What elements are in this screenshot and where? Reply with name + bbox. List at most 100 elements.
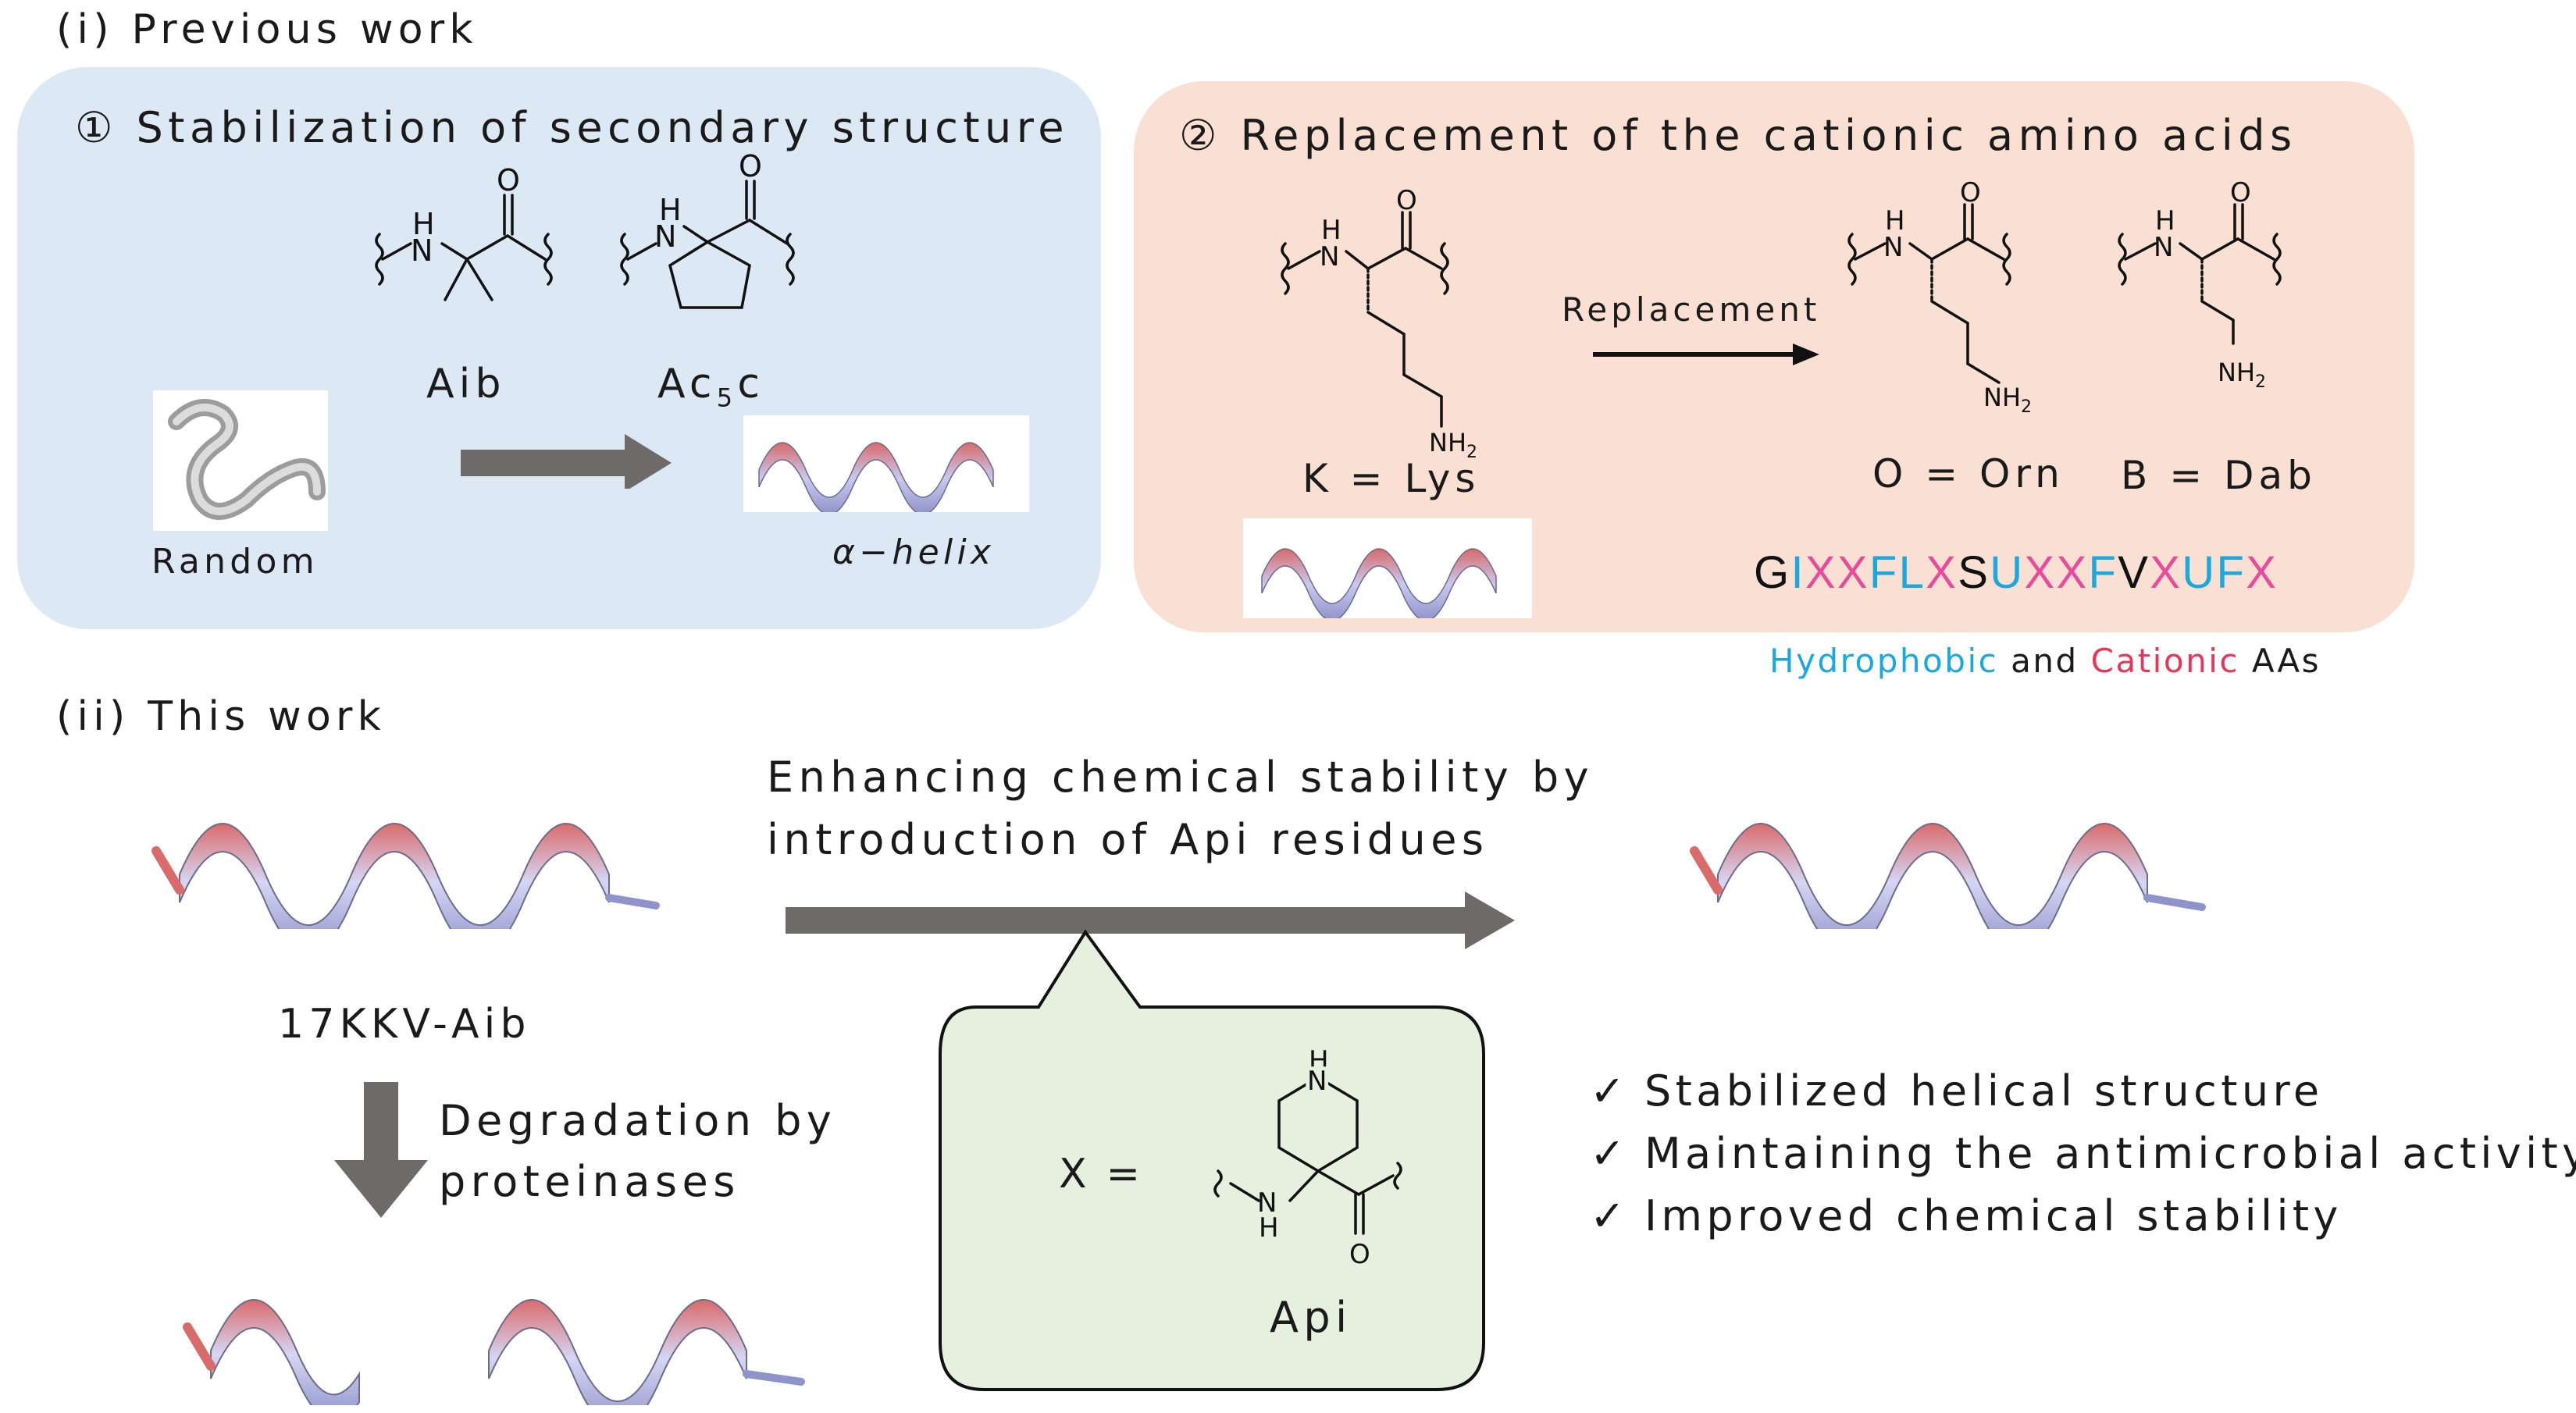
- sequence-residue: F: [2088, 547, 2118, 598]
- checkmark-icon: ✓: [1590, 1129, 1630, 1178]
- ac5c-label-main: Ac: [657, 361, 717, 408]
- sequence-residue: X: [2246, 547, 2278, 598]
- atom-H: H: [1885, 205, 1905, 237]
- atom-O: O: [1960, 177, 1981, 208]
- sequence-residue: X: [1926, 547, 1958, 598]
- enhancing-arrow: [786, 892, 1515, 949]
- sequence-residue: X: [2150, 547, 2182, 598]
- sequence-residue: X: [2024, 547, 2057, 598]
- x-equals-label: X =: [1059, 1151, 1144, 1198]
- sequence-residue: U: [1990, 547, 2025, 598]
- sequence-residue: I: [1790, 547, 1805, 598]
- sequence-residue: X: [1805, 547, 1837, 598]
- wavy-bond-icon: [543, 233, 553, 286]
- atom-N: N: [1883, 232, 1903, 263]
- checkmark-icon: ✓: [1590, 1191, 1630, 1240]
- api-callout-bubble: [939, 929, 1485, 1391]
- atom-H: H: [412, 207, 435, 241]
- checklist-item: ✓ Maintaining the antimicrobial activity: [1590, 1129, 2576, 1191]
- wavy-bond-icon: [620, 233, 629, 286]
- atom-NH2: NH2: [2218, 358, 2266, 392]
- atom-H: H: [659, 193, 682, 227]
- ac5c-label: Ac5c: [657, 361, 764, 412]
- sequence-residue: U: [2182, 547, 2217, 598]
- checklist-text: Improved chemical stability: [1644, 1191, 2343, 1240]
- ac5c-label-sub: 5: [716, 383, 738, 413]
- orn-label: O = Orn: [1872, 451, 2065, 497]
- degraded-fragment-2: [488, 1299, 805, 1405]
- atom-N: N: [654, 219, 676, 254]
- atom-H: H: [1309, 1045, 1329, 1077]
- legend-hydrophobic: Hydrophobic: [1769, 642, 1999, 680]
- checklist-item: ✓ Improved chemical stability: [1590, 1191, 2576, 1254]
- random-label: Random: [151, 542, 319, 582]
- peptide-sequence: GIXXFLXSUXXFVXUFX: [1754, 546, 2278, 599]
- degradation-label-line1: Degradation by: [439, 1096, 837, 1145]
- residue-legend: Hydrophobic and Cationic AAs: [1769, 642, 2321, 680]
- aib-label: Aib: [426, 361, 506, 408]
- checkmark-icon: ✓: [1590, 1066, 1630, 1116]
- replacement-arrow: [1593, 343, 1819, 365]
- wavy-bond-icon: [1440, 242, 1449, 295]
- checklist-text: Maintaining the antimicrobial activity: [1644, 1129, 2576, 1178]
- sequence-residue: X: [2056, 547, 2089, 598]
- dab-label: B = Dab: [2121, 453, 2317, 498]
- legend-end: AAs: [2239, 642, 2321, 680]
- atom-O: O: [497, 163, 520, 198]
- enhancing-label-line1: Enhancing chemical stability by: [767, 753, 1594, 802]
- section-1-title: (i) Previous work: [56, 6, 478, 53]
- wavy-bond-icon: [2118, 233, 2127, 286]
- api-label: Api: [1270, 1293, 1352, 1342]
- atom-O: O: [2230, 177, 2251, 208]
- lys-label: K = Lys: [1302, 456, 1480, 501]
- random-coil-icon: [168, 399, 326, 520]
- random-coil-image: [153, 390, 328, 531]
- helix-17kkv: [151, 823, 660, 929]
- degradation-label-line2: proteinases: [439, 1157, 740, 1206]
- alpha-helix-label: α−helix: [832, 532, 996, 572]
- wavy-bond-icon: [2002, 233, 2011, 286]
- wavy-bond-icon: [1393, 1162, 1402, 1190]
- atom-O: O: [739, 149, 762, 183]
- legend-cationic: Cationic: [2090, 642, 2240, 680]
- atom-N: N: [411, 233, 433, 268]
- degradation-arrow: [334, 1082, 428, 1218]
- helix-api-modified: [1690, 823, 2206, 929]
- replacement-label: Replacement: [1562, 290, 1821, 329]
- sequence-residue: G: [1754, 547, 1791, 598]
- atom-H: H: [1321, 215, 1341, 246]
- wavy-bond-icon: [1847, 233, 1857, 286]
- wavy-bond-icon: [786, 233, 795, 286]
- atom-N: N: [1320, 241, 1339, 272]
- checklist-item: ✓ Stabilized helical structure: [1590, 1066, 2576, 1129]
- atom-N: N: [2154, 232, 2173, 263]
- wavy-bond-icon: [1213, 1169, 1223, 1198]
- degraded-fragment-1: [183, 1299, 360, 1405]
- sequence-residue: V: [2118, 547, 2150, 598]
- atom-N: N: [1307, 1066, 1327, 1097]
- wavy-bond-icon: [1281, 242, 1290, 295]
- section-2-title: (ii) This work: [56, 693, 386, 740]
- panel-2-heading: ② Replacement of the cationic amino acid…: [1179, 111, 2297, 160]
- ac5c-label-end: c: [737, 361, 765, 408]
- sequence-residue: L: [1898, 547, 1926, 598]
- wavy-bond-icon: [375, 233, 384, 286]
- atom-NH2: NH2: [1983, 383, 2032, 417]
- sequence-residue: X: [1837, 547, 1869, 598]
- atom-H: H: [1259, 1212, 1279, 1244]
- atom-H: H: [2155, 205, 2175, 237]
- atom-O: O: [1349, 1239, 1370, 1270]
- alpha-helix-image: [743, 415, 1029, 515]
- atom-N: N: [1257, 1187, 1277, 1219]
- atom-NH2: NH2: [1429, 428, 1477, 462]
- transition-arrow: [461, 434, 672, 489]
- atom-O: O: [1396, 185, 1417, 216]
- sequence-residue: S: [1958, 547, 1990, 598]
- legend-and: and: [1998, 642, 2091, 680]
- wavy-bond-icon: [2272, 233, 2282, 286]
- sequence-residue: F: [2216, 547, 2246, 598]
- checklist-text: Stabilized helical structure: [1644, 1066, 2324, 1116]
